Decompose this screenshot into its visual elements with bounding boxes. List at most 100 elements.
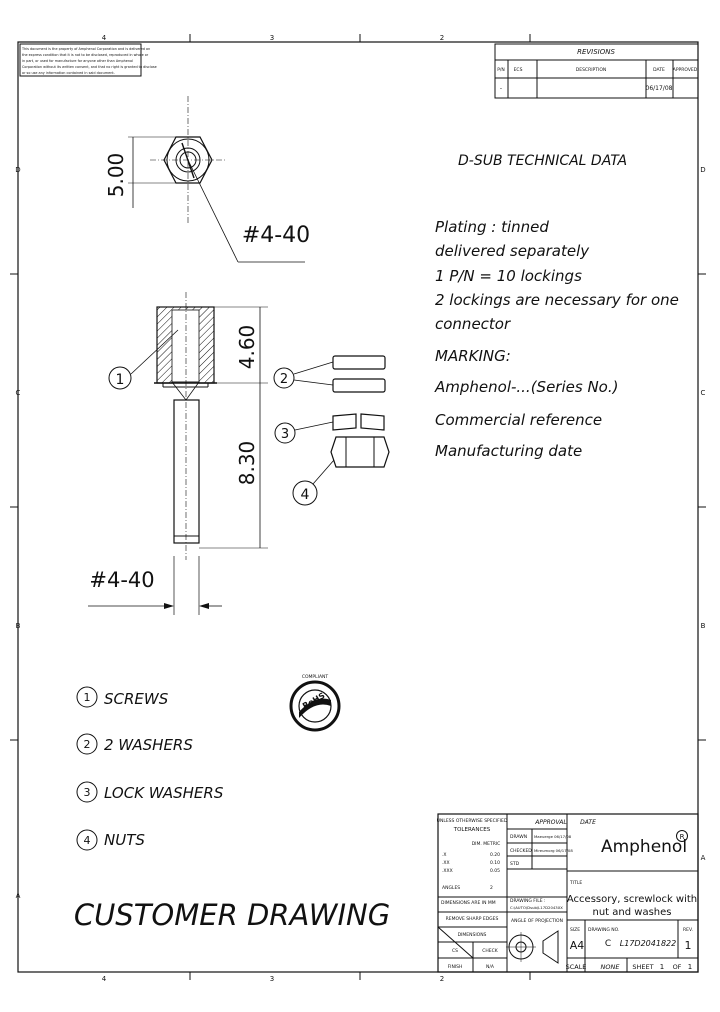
zone-left-a: A bbox=[16, 892, 21, 900]
size-label: SIZE bbox=[570, 927, 580, 933]
exploded-parts: 2 3 4 bbox=[273, 355, 390, 506]
title-line-1: Accessory, screwlock with bbox=[567, 894, 697, 905]
dimensions-label: DIMENSIONS bbox=[458, 932, 487, 938]
zone-left-c: C bbox=[16, 389, 21, 397]
company-logo: Amphenol bbox=[601, 837, 687, 857]
title-block: UNLESS OTHERWISE SPECIFIED TOLERANCES DI… bbox=[437, 813, 699, 973]
dim-screw-length: 8.30 bbox=[235, 441, 259, 486]
notice-line-4: Corporation without its written consent,… bbox=[22, 65, 157, 69]
cell-finish: FINISH bbox=[448, 964, 463, 970]
rev-header-approved: APPROVED bbox=[673, 67, 698, 73]
rev-header-pn: P/N bbox=[497, 67, 505, 73]
rev-row-pn: - bbox=[500, 85, 502, 92]
notice-line-3: in part, or used for manufacture for any… bbox=[22, 59, 133, 63]
revisions-title: REVISIONS bbox=[577, 48, 615, 56]
zone-right-c: C bbox=[701, 389, 706, 397]
zone-top-4: 4 bbox=[102, 34, 107, 42]
drawn-label: DRAWN bbox=[510, 834, 527, 840]
legend-label-screws: SCREWS bbox=[104, 690, 169, 708]
proprietary-notice: This document is the property of Ampheno… bbox=[19, 43, 157, 77]
of-label: OF bbox=[673, 963, 682, 971]
drawing-number: L17D2041822 bbox=[620, 939, 676, 948]
sheet-frame bbox=[10, 34, 706, 980]
rev-header-description: DESCRIPTION bbox=[576, 67, 606, 73]
rohs-ring-text: COMPLIANT bbox=[302, 674, 329, 680]
zone-bottom-4: 4 bbox=[102, 975, 107, 983]
zone-top-2: 2 bbox=[440, 34, 444, 42]
scale-label: SCALE bbox=[566, 963, 587, 971]
tol-row-3-label: .XXX bbox=[442, 868, 453, 874]
break-edges-note: REMOVE SHARP EDGES bbox=[446, 916, 499, 922]
tol-row-4-label: ANGLES bbox=[442, 885, 460, 891]
rev-value: 1 bbox=[685, 939, 692, 952]
tolerances-units: DIM. METRIC bbox=[472, 841, 501, 847]
callout-2: 2 bbox=[280, 372, 288, 387]
spec-line-lockings: 2 lockings are necessary for one bbox=[435, 291, 679, 309]
rev-row-date: 06/17/08 bbox=[646, 85, 673, 92]
rev-header-ecs: ECS bbox=[514, 67, 523, 73]
callout-1: 1 bbox=[116, 372, 125, 388]
tol-row-2-value: 0.10 bbox=[490, 860, 500, 866]
zone-bottom-2: 2 bbox=[440, 975, 444, 983]
spec-line-marking: MARKING: bbox=[435, 347, 511, 365]
spec-line-connector: connector bbox=[435, 315, 511, 333]
dimension-note: DIMENSIONS ARE IN MM bbox=[441, 900, 496, 906]
tol-row-3-value: 0.05 bbox=[490, 868, 500, 874]
registered-mark: R bbox=[680, 833, 685, 841]
dim-body-height: 4.60 bbox=[235, 325, 259, 370]
spec-line-plating: Plating : tinned bbox=[435, 218, 549, 236]
rev-header-date: DATE bbox=[653, 67, 665, 73]
spec-line-pn: 1 P/N = 10 lockings bbox=[435, 267, 582, 285]
zone-markers: 4 3 2 4 3 2 D C B A D C B A bbox=[15, 34, 705, 983]
tol-row-1-value: 0.20 bbox=[490, 852, 500, 858]
projection-label: ANGLE OF PROJECTION bbox=[511, 918, 563, 924]
sheet-value: 1 bbox=[660, 963, 664, 971]
notice-line-1: This document is the property of Ampheno… bbox=[21, 47, 150, 51]
tol-row-2-label: .XX bbox=[442, 860, 450, 866]
cell-cs: CS bbox=[452, 948, 458, 954]
zone-top-3: 3 bbox=[270, 34, 274, 42]
approval-label: APPROVAL bbox=[534, 819, 566, 826]
spec-line-series: Amphenol-...(Series No.) bbox=[434, 378, 618, 396]
scale-value: NONE bbox=[601, 963, 621, 971]
checked-value: Mireumorg 06/17/08 bbox=[534, 848, 573, 853]
rohs-logo: RoHS COMPLIANT bbox=[289, 674, 341, 732]
notice-line-5: or so use any information contained in s… bbox=[22, 71, 115, 75]
revisions-block: REVISIONS P/N ECS DESCRIPTION DATE APPRO… bbox=[494, 43, 699, 99]
legend-num-1: 1 bbox=[84, 691, 91, 704]
title-line-2: nut and washes bbox=[593, 907, 672, 918]
tol-row-4-value: 2 bbox=[490, 885, 493, 891]
legend-label-washers: 2 WASHERS bbox=[104, 736, 193, 754]
callout-4: 4 bbox=[301, 487, 310, 503]
legend-label-lock-washers: LOCK WASHERS bbox=[104, 784, 224, 802]
tolerance-head: UNLESS OTHERWISE SPECIFIED bbox=[437, 818, 508, 824]
zone-left-d: D bbox=[15, 166, 20, 174]
tolerances-label: TOLERANCES bbox=[453, 827, 491, 833]
zone-bottom-3: 3 bbox=[270, 975, 274, 983]
spec-title: D-SUB TECHNICAL DATA bbox=[458, 153, 627, 169]
size-value: A4 bbox=[570, 939, 585, 952]
drawing-no-label: DRAWING NO. bbox=[588, 927, 619, 933]
hex-nut-top-view: 5.00 #4-40 bbox=[104, 96, 310, 263]
of-value: 1 bbox=[688, 963, 692, 971]
checked-label: CHECKED bbox=[510, 848, 532, 854]
legend-num-4: 4 bbox=[84, 834, 91, 847]
projection-symbol bbox=[506, 930, 559, 964]
cell-na: N/A bbox=[486, 964, 495, 970]
drawing-file-value: C:\AUTO\Dsub\L17D2043XX bbox=[510, 905, 563, 910]
zone-left-b: B bbox=[16, 622, 21, 630]
sheet-label: SHEET bbox=[632, 963, 653, 971]
spec-line-commercial: Commercial reference bbox=[435, 411, 602, 429]
screwlock-side-view: 4.60 8.30 #4-40 1 bbox=[88, 292, 268, 615]
component-legend: 1 SCREWS 2 2 WASHERS 3 LOCK WASHERS 4 NU… bbox=[76, 686, 224, 851]
title-label: TITLE bbox=[569, 880, 582, 886]
approval-date-label: DATE bbox=[580, 819, 596, 826]
zone-right-a: A bbox=[701, 854, 706, 862]
dim-thread-bottom: #4-40 bbox=[89, 568, 154, 592]
rev-label: REV. bbox=[683, 927, 693, 933]
zone-right-b: B bbox=[701, 622, 706, 630]
notice-line-2: the express condition that it is not to … bbox=[22, 53, 149, 57]
spec-line-delivery: delivered separately bbox=[435, 242, 590, 260]
spec-line-manufacturing: Manufacturing date bbox=[435, 442, 582, 460]
